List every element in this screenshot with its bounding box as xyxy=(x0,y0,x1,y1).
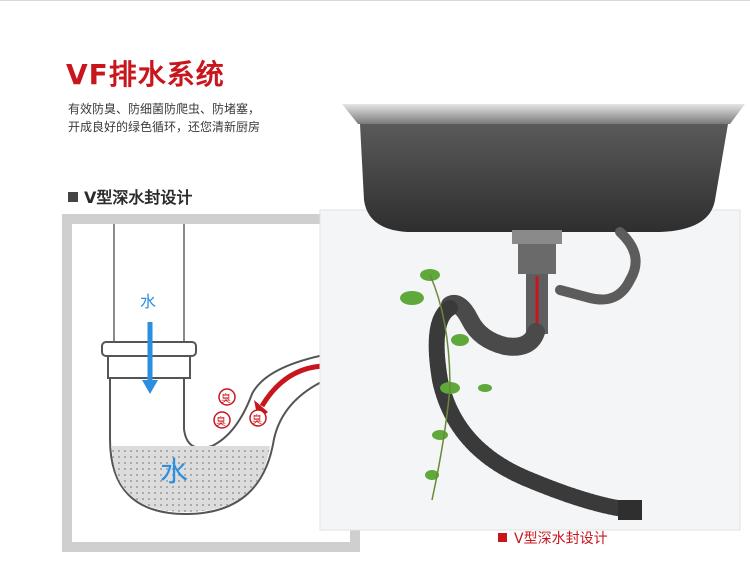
water-down-label: 水 xyxy=(140,292,157,311)
description-line-1: 有效防臭、防细菌防爬虫、防堵塞， xyxy=(68,102,261,116)
odor-badge: 臭 xyxy=(221,394,231,405)
odor-badge: 臭 xyxy=(216,417,226,428)
square-bullet-icon xyxy=(68,192,78,202)
top-divider xyxy=(0,0,750,1)
section-heading-text: V型深水封设计 xyxy=(84,188,193,207)
page-title: VF排水系统 xyxy=(66,58,225,91)
description-line-2: 开成良好的绿色循环，还您清新厨房 xyxy=(68,120,261,134)
sink-illustration xyxy=(300,80,750,550)
water-seal-diagram: 水 水 臭 臭 臭 xyxy=(62,214,360,552)
water-seal-label: 水 xyxy=(160,455,189,488)
diagram-caption-text: V型深水封设计 xyxy=(514,531,608,547)
odor-badge: 臭 xyxy=(252,415,262,426)
square-bullet-icon xyxy=(498,533,507,542)
section-heading: V型深水封设计 xyxy=(68,187,192,209)
diagram-caption: V型深水封设计 xyxy=(498,529,608,549)
